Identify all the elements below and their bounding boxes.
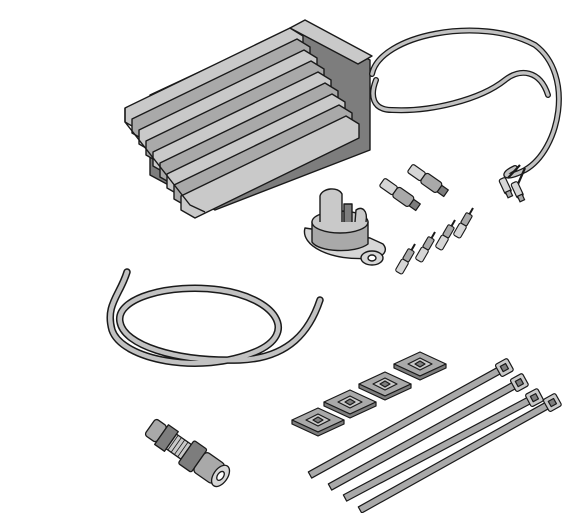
heatsink-fin [180,115,360,219]
cable-tie [307,358,514,479]
cable-tie [342,388,544,502]
cable-tie [357,393,562,513]
heatsink-end-edge [124,108,206,213]
heater-heatsink [124,19,373,219]
protective-hose [106,268,324,367]
pin-terminal [435,219,456,251]
cable-end-terminals [498,164,527,203]
tie-mount [291,407,345,437]
heater-cable [369,27,562,179]
tie-mount [323,389,377,419]
cable-tie [327,373,529,491]
tie-mount [358,371,412,401]
pin-terminals [395,207,474,275]
heatsink-top-ridge [289,19,373,65]
tie-mount [393,351,447,381]
thermostat [303,188,386,266]
pin-terminal [415,231,436,263]
flat-spade-connectors [379,164,449,212]
adhesive-tie-mounts [291,351,447,437]
cable-gland [144,418,231,488]
cable-ties [307,358,562,513]
pin-terminal [395,243,416,275]
pin-terminal [453,207,474,239]
